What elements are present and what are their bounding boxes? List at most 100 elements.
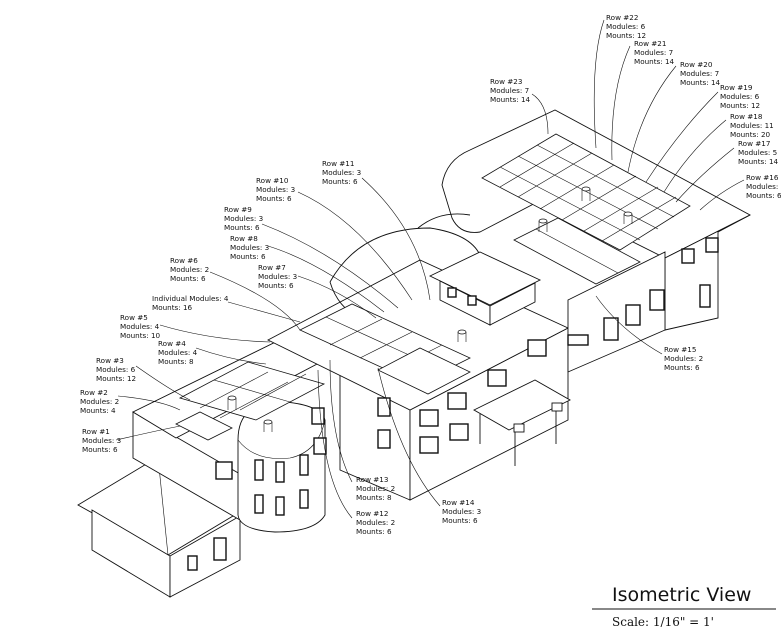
callout-line: Modules: 3 — [256, 185, 295, 194]
callout-line: Row #1 — [82, 427, 110, 436]
callout-line: Mounts: 16 — [152, 303, 193, 312]
callout-line: Mounts: 6 — [356, 527, 392, 536]
callout-line: Mounts: 6 — [82, 445, 118, 454]
callout-line: Modules: 3 — [258, 272, 297, 281]
callout-line: Modules: 3 — [230, 243, 269, 252]
cupola — [428, 251, 542, 326]
callout-line: Mounts: 20 — [730, 130, 771, 139]
porch — [473, 379, 571, 466]
callout-line: Row #22 — [606, 13, 638, 22]
callout-line: Row #20 — [680, 60, 713, 69]
callout-line: Modules: 6 — [96, 365, 136, 374]
view-title: Isometric View — [612, 584, 751, 606]
callout-line: Modules: 4 — [120, 322, 160, 331]
callout-line: Row #19 — [720, 83, 753, 92]
callout-line: Row #23 — [490, 77, 522, 86]
callout-line: Row #3 — [96, 356, 124, 365]
callout-line: Modules: 7 — [634, 48, 673, 57]
callout-line: Modules: 7 — [680, 69, 719, 78]
callout-line: Modules: 3 — [224, 214, 263, 223]
callout-line: Modules: 2 — [170, 265, 209, 274]
detached-house — [77, 456, 249, 598]
callout-line: Row #12 — [356, 509, 388, 518]
solar-arrays — [175, 133, 691, 441]
callout-line: Row #13 — [356, 475, 388, 484]
callout-line: Modules: 3 — [82, 436, 121, 445]
callout-line: Row #7 — [258, 263, 286, 272]
callout-line: Mounts: 10 — [120, 331, 161, 340]
array-upper-right — [481, 133, 691, 285]
callout-line: Mounts: 12 — [96, 374, 136, 383]
scale-label: Scale: 1/16" = 1' — [612, 615, 714, 629]
callout-line: Modules: 6 — [720, 92, 760, 101]
callout-line: Row #17 — [738, 139, 770, 148]
callout-line: Modules: 2 — [664, 354, 703, 363]
callout-line: Mounts: 14 — [680, 78, 721, 87]
callout-line: Mounts: 6 — [258, 281, 294, 290]
callout-line: Mounts: 14 — [634, 57, 675, 66]
callout-line: Row #18 — [730, 112, 763, 121]
callout-line: Mounts: 6 — [442, 516, 478, 525]
callout-line: Mounts: 6 — [224, 223, 260, 232]
callout-line: Modules: 3 — [442, 507, 481, 516]
callout-line: Modules: 3 — [746, 182, 781, 191]
callout-line: Modules: 2 — [356, 484, 395, 493]
callout-line: Individual Modules: 4 — [152, 294, 229, 303]
array-left — [175, 361, 326, 441]
callout-line: Modules: 2 — [356, 518, 395, 527]
roof-pipes — [227, 186, 633, 432]
callout-line: Row #16 — [746, 173, 779, 182]
callout-line: Row #4 — [158, 339, 186, 348]
callout-line: Mounts: 12 — [606, 31, 646, 40]
callout-line: Mounts: 6 — [170, 274, 206, 283]
array-center — [299, 303, 471, 395]
callout-line: Modules: 2 — [80, 397, 119, 406]
callout-line: Row #8 — [230, 234, 258, 243]
callout-line: Modules: 7 — [490, 86, 529, 95]
callout-line: Row #9 — [224, 205, 252, 214]
callout-line: Modules: 11 — [730, 121, 774, 130]
callout-line: Mounts: 14 — [738, 157, 779, 166]
title-block: Isometric View Scale: 1/16" = 1' — [592, 584, 776, 629]
callout-line: Row #10 — [256, 176, 289, 185]
callout-line: Row #15 — [664, 345, 696, 354]
callout-line: Modules: 5 — [738, 148, 777, 157]
callout-line: Modules: 6 — [606, 22, 646, 31]
callout-line: Modules: 4 — [158, 348, 198, 357]
callout-line: Mounts: 14 — [490, 95, 531, 104]
round-tower — [237, 401, 327, 533]
callout-line: Mounts: 6 — [322, 177, 358, 186]
callout-line: Mounts: 8 — [356, 493, 392, 502]
callout-line: Modules: 3 — [322, 168, 361, 177]
callout-line: Mounts: 8 — [158, 357, 194, 366]
callout-line: Mounts: 6 — [230, 252, 266, 261]
leader-lines — [115, 19, 745, 519]
callout-line: Mounts: 12 — [720, 101, 760, 110]
callout-line: Row #14 — [442, 498, 475, 507]
